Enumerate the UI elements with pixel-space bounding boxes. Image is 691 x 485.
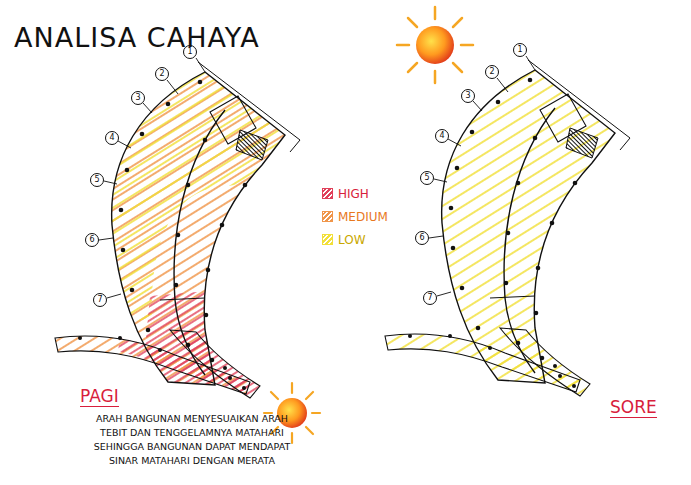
drawing-stroke (170, 330, 260, 398)
grid-number: 3 (135, 94, 140, 102)
grid-number: 6 (89, 236, 94, 244)
drawing-stroke (306, 427, 313, 434)
legend-entry: HIGH (322, 186, 369, 202)
drawing-stroke (397, 44, 409, 47)
drawing-stroke (453, 63, 462, 72)
grid-number: 1 (187, 48, 192, 56)
drawing-stroke (453, 18, 462, 27)
drawing-stroke (385, 44, 630, 397)
drawing-stroke (416, 26, 454, 64)
legend-label: LOW (338, 232, 366, 248)
grid-number: 1 (517, 46, 522, 54)
drawing-stroke (55, 46, 300, 399)
time-label: SORE (610, 398, 657, 418)
drawing-stroke (408, 18, 417, 27)
drawing-stroke (461, 44, 473, 47)
legend-entry: MEDIUM (322, 209, 388, 225)
drawing-stroke (291, 433, 293, 443)
drawing-stroke (306, 392, 313, 399)
grid-number: 7 (427, 294, 432, 302)
sun-icon (397, 7, 473, 83)
drawing-stroke (312, 412, 320, 414)
time-label: PAGI (80, 387, 119, 407)
design-note: ARAH BANGUNAN MENYESUAIKAN ARAH TEBIT DA… (86, 412, 298, 468)
grid-number: 4 (439, 132, 444, 140)
drawing-stroke (434, 71, 437, 83)
grid-number: 5 (424, 174, 429, 182)
legend-label: HIGH (338, 186, 369, 202)
legend-label: MEDIUM (338, 209, 388, 225)
morning-plan (55, 46, 310, 401)
drawing-stroke (434, 7, 437, 19)
grid-number: 3 (465, 92, 470, 100)
legend-swatch (322, 188, 333, 199)
grid-number: 5 (94, 176, 99, 184)
drawing-stroke (500, 328, 590, 396)
drawing-stroke (291, 383, 293, 393)
grid-number: 2 (159, 70, 164, 78)
grid-number: 4 (109, 134, 114, 142)
legend-swatch (322, 211, 333, 222)
drawing-stroke (408, 63, 417, 72)
drawing-stroke (271, 392, 278, 399)
grid-number: 7 (97, 296, 102, 304)
grid-number: 2 (489, 68, 494, 76)
legend-swatch (322, 234, 333, 245)
legend-entry: LOW (322, 232, 366, 248)
grid-number: 6 (419, 234, 424, 242)
drawing-stroke (90, 55, 310, 400)
drawing-title: ANALISA CAHAYA (14, 22, 260, 53)
afternoon-plan (385, 44, 630, 397)
